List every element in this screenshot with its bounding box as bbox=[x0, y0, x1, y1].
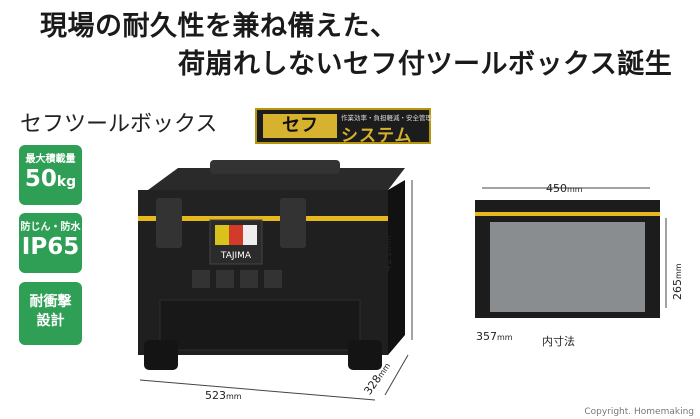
headline-line-2: 荷崩れしないセフ付ツールボックス誕生 bbox=[178, 49, 673, 80]
toolbox-side-face bbox=[388, 180, 405, 355]
left-latch bbox=[156, 198, 182, 248]
right-latch bbox=[280, 198, 306, 248]
max-load-badge: 最大積載量 50kg bbox=[19, 145, 82, 205]
width-dimension-line bbox=[139, 379, 376, 401]
impact-badge: 耐衝撃 設計 bbox=[19, 282, 82, 345]
width-dimension: 523mm bbox=[205, 389, 242, 402]
left-foot bbox=[144, 340, 178, 370]
toolbox-illustration: TAJIMA bbox=[138, 160, 413, 401]
headline-line-1: 現場の耐久性を兼ね備えた、 bbox=[40, 11, 398, 42]
inner-dimensions-label: 内寸法 bbox=[542, 335, 575, 348]
brand-color-red bbox=[229, 225, 243, 245]
inner-height-dimension: 265mm bbox=[671, 263, 684, 300]
protection-badge: 防じん・防水 IP65 bbox=[19, 213, 82, 273]
logo-tagline: 作業効率・負担軽減・安全管理 bbox=[341, 114, 432, 122]
inner-trim-stripe bbox=[475, 212, 660, 216]
max-load-label: 最大積載量 bbox=[25, 154, 76, 165]
impact-line-2: 設計 bbox=[36, 313, 65, 329]
max-load-unit: kg bbox=[56, 174, 77, 190]
connector-slots bbox=[192, 270, 282, 288]
inner-cavity bbox=[490, 222, 645, 312]
depth-dimension-line bbox=[384, 354, 409, 396]
logo-seal: セフ bbox=[263, 114, 337, 138]
inner-width-dimension: 450mm bbox=[546, 182, 583, 195]
impact-line-1: 耐衝撃 bbox=[29, 294, 72, 310]
logo-system-text: システム bbox=[341, 126, 413, 146]
copyright-notice: Copyright. Homemaking bbox=[584, 407, 694, 417]
brand-text: TAJIMA bbox=[220, 251, 252, 261]
protection-label: 防じん・防水 bbox=[20, 222, 81, 233]
brand-color-white bbox=[243, 225, 257, 245]
height-dimension: 421mm bbox=[381, 235, 394, 272]
toolbox-handle bbox=[210, 160, 340, 174]
sefu-system-logo: セフ 作業効率・負担軽減・安全管理 システム bbox=[255, 108, 432, 146]
protection-value: IP65 bbox=[21, 234, 80, 260]
inner-view-illustration bbox=[475, 187, 667, 318]
toolbox-lower-panel bbox=[159, 299, 361, 351]
brand-color-yellow bbox=[215, 225, 229, 245]
max-load-value: 50 bbox=[24, 166, 57, 192]
inner-depth-dimension: 357mm bbox=[476, 330, 513, 343]
right-foot bbox=[348, 340, 382, 370]
toolbox-trim-stripe bbox=[138, 216, 388, 221]
product-name: セフツールボックス bbox=[20, 112, 218, 137]
